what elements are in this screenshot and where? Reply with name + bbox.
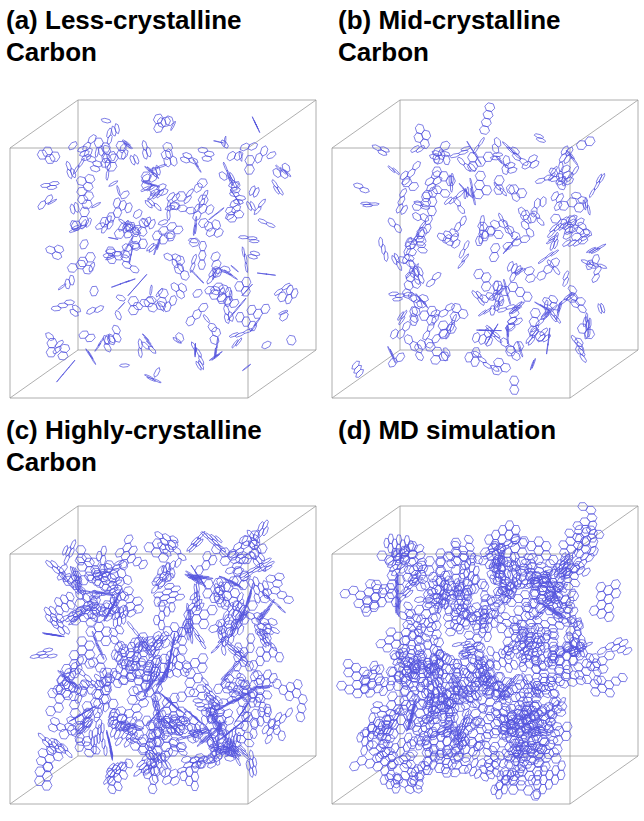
cube-edge bbox=[248, 350, 316, 398]
panel-title: (a) Less-crystalline Carbon bbox=[6, 4, 306, 68]
cube-edge bbox=[570, 148, 571, 398]
cube-edge bbox=[638, 506, 639, 756]
cube-edge bbox=[638, 100, 639, 350]
cube-edge bbox=[316, 100, 317, 350]
cube-edge bbox=[332, 148, 570, 149]
cube-edge bbox=[332, 398, 570, 399]
cube-edge bbox=[10, 554, 11, 804]
cube-edge bbox=[332, 100, 400, 148]
carbon-structure-cube bbox=[0, 484, 322, 819]
cube-edge bbox=[10, 554, 248, 555]
cube-edge bbox=[332, 506, 400, 554]
carbon-hexagon-rings bbox=[337, 503, 633, 801]
cube-edge bbox=[248, 554, 249, 804]
carbon-structure-cube bbox=[0, 78, 322, 413]
cube-edge bbox=[10, 804, 248, 805]
cube-edge bbox=[10, 100, 78, 148]
cube-edge bbox=[78, 350, 316, 351]
panel-title: (c) Highly-crystalline Carbon bbox=[6, 414, 306, 478]
cube-edge bbox=[570, 506, 638, 554]
carbon-structure-cube bbox=[322, 484, 644, 819]
cube-edge bbox=[78, 506, 79, 756]
cube-edge bbox=[332, 554, 333, 804]
cube-edge bbox=[248, 100, 316, 148]
cube-edge bbox=[10, 148, 11, 398]
cube-edge bbox=[332, 804, 570, 805]
cube-edge bbox=[78, 100, 316, 101]
cube-edge bbox=[332, 756, 400, 804]
cube-edge bbox=[316, 506, 317, 756]
cube-edge bbox=[400, 100, 638, 101]
carbon-structure-cube bbox=[322, 78, 644, 413]
panel-title: (b) Mid-crystalline Carbon bbox=[338, 4, 638, 68]
panel-title: (d) MD simulation bbox=[338, 414, 638, 446]
carbon-hexagon-rings bbox=[30, 520, 307, 794]
cube-edge bbox=[332, 148, 333, 398]
cube-edge bbox=[10, 398, 248, 399]
carbon-hexagon-rings bbox=[37, 114, 298, 383]
cube-edge bbox=[400, 506, 638, 507]
cube-edge bbox=[78, 506, 316, 507]
carbon-hexagon-rings bbox=[352, 103, 607, 395]
cube-edge bbox=[332, 350, 400, 398]
cube-edge bbox=[248, 756, 316, 804]
cube-edge bbox=[570, 756, 638, 804]
